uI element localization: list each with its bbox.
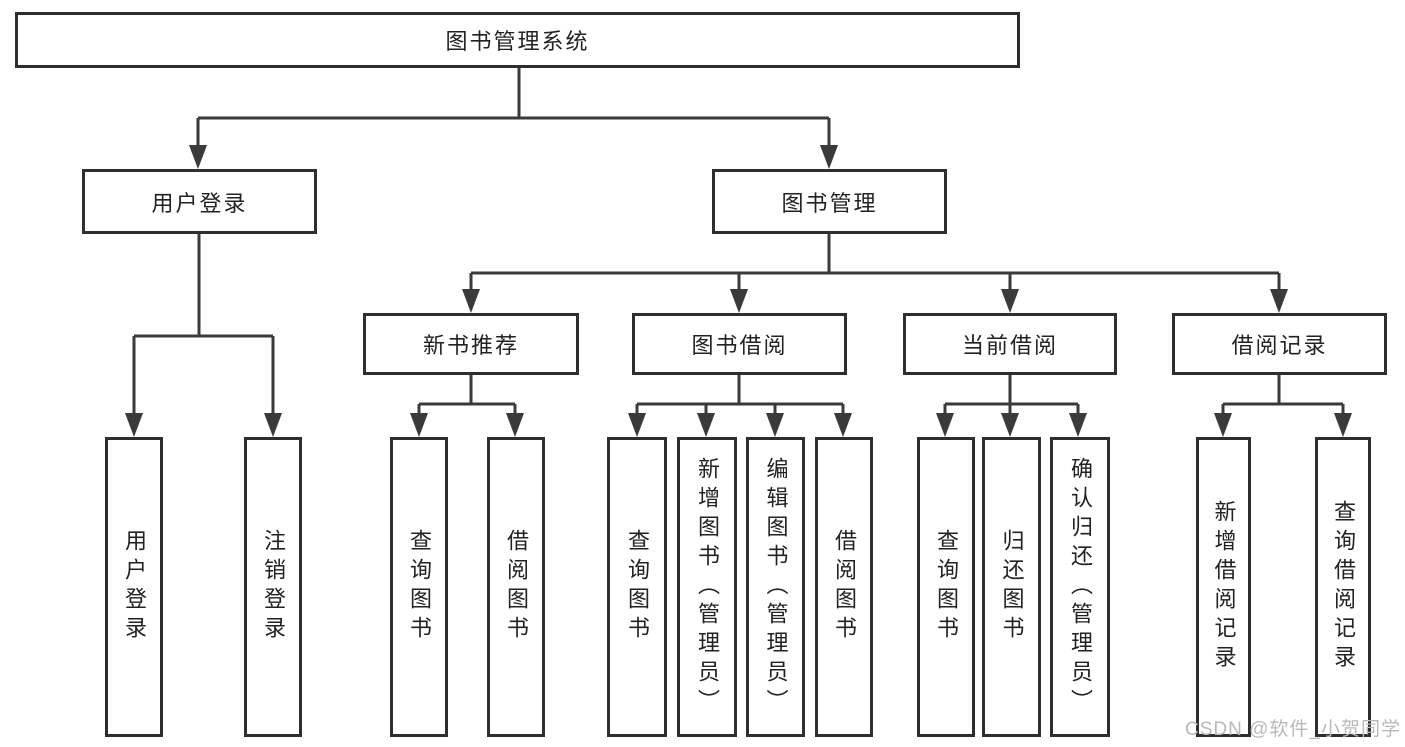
connector-book-management-to-level2 bbox=[462, 234, 1288, 313]
connector-root-to-level1 bbox=[189, 68, 838, 169]
leaf-bb-edit-books-admin: 编辑图书（管理员） bbox=[746, 437, 805, 737]
leaf-bb-add-books-admin: 新增图书（管理员） bbox=[677, 437, 737, 737]
leaf-cb-confirm-return-admin: 确认归还（管理员） bbox=[1050, 437, 1110, 737]
node-borrow-records: 借阅记录 bbox=[1172, 313, 1387, 375]
node-root: 图书管理系统 bbox=[15, 12, 1020, 68]
node-new-book-recommend: 新书推荐 bbox=[363, 313, 579, 375]
connector-user-login-to-leaves bbox=[125, 234, 282, 437]
connector-new-book-to-leaves bbox=[410, 375, 524, 437]
connector-current-borrow-to-leaves bbox=[936, 375, 1087, 437]
leaf-nbr-query-books: 查询图书 bbox=[390, 437, 448, 737]
node-user-login: 用户登录 bbox=[82, 169, 317, 234]
leaf-bb-borrow-books: 借阅图书 bbox=[815, 437, 873, 737]
leaf-cb-query-books: 查询图书 bbox=[917, 437, 975, 737]
leaf-br-add-record: 新增借阅记录 bbox=[1196, 437, 1251, 737]
connector-book-borrow-to-leaves bbox=[628, 375, 852, 437]
leaf-cb-return-books: 归还图书 bbox=[982, 437, 1041, 737]
leaf-br-query-record: 查询借阅记录 bbox=[1315, 437, 1371, 737]
leaf-user-login: 用户登录 bbox=[105, 437, 163, 737]
leaf-bb-query-books: 查询图书 bbox=[607, 437, 667, 737]
connector-borrow-records-to-leaves bbox=[1214, 375, 1352, 437]
node-book-borrow: 图书借阅 bbox=[632, 313, 847, 375]
leaf-logout: 注销登录 bbox=[244, 437, 302, 737]
node-current-borrow: 当前借阅 bbox=[903, 313, 1117, 375]
leaf-nbr-borrow-books: 借阅图书 bbox=[487, 437, 545, 737]
node-book-management: 图书管理 bbox=[712, 169, 947, 234]
